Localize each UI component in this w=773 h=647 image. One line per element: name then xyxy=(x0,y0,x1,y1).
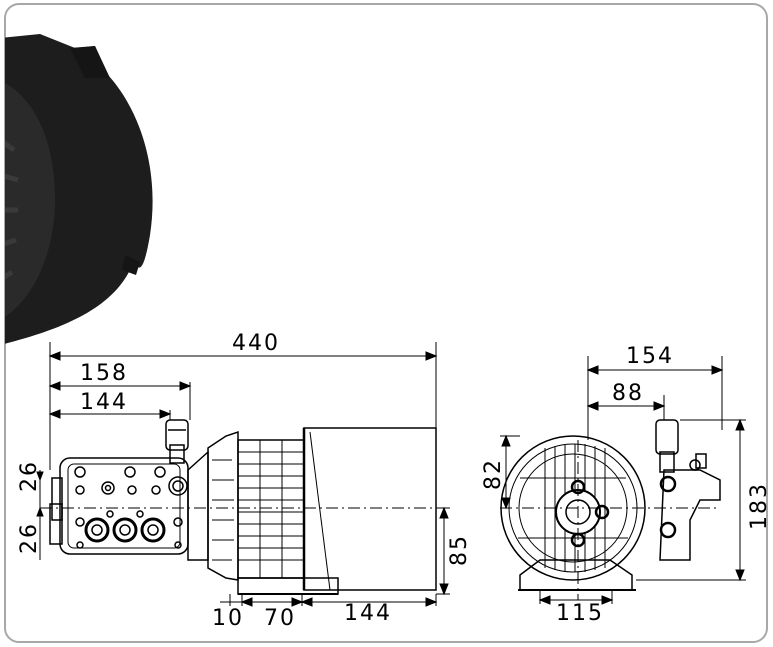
dim-port-upper: 26 xyxy=(17,460,42,492)
motor-photo xyxy=(5,34,153,345)
end-view xyxy=(500,419,721,600)
dim-foot-width: 70 xyxy=(264,606,296,631)
dim-overall-length: 440 xyxy=(232,331,280,356)
dim-top-height: 82 xyxy=(481,458,506,490)
dim-pump-inner: 144 xyxy=(80,390,128,415)
dim-total-height: 183 xyxy=(747,482,772,530)
dim-port-lower: 26 xyxy=(17,522,42,554)
dim-motor-length: 144 xyxy=(344,601,392,626)
end-dimensions xyxy=(500,356,746,605)
dim-end-offset: 88 xyxy=(612,381,644,406)
dim-base-width: 115 xyxy=(556,601,604,626)
dim-end-width: 154 xyxy=(626,344,674,369)
side-dimensions xyxy=(36,342,450,607)
dim-pump-outer: 158 xyxy=(80,361,128,386)
dim-shaft-height: 85 xyxy=(447,534,472,566)
side-view xyxy=(40,419,450,595)
dim-foot-offset: 10 xyxy=(212,606,244,631)
